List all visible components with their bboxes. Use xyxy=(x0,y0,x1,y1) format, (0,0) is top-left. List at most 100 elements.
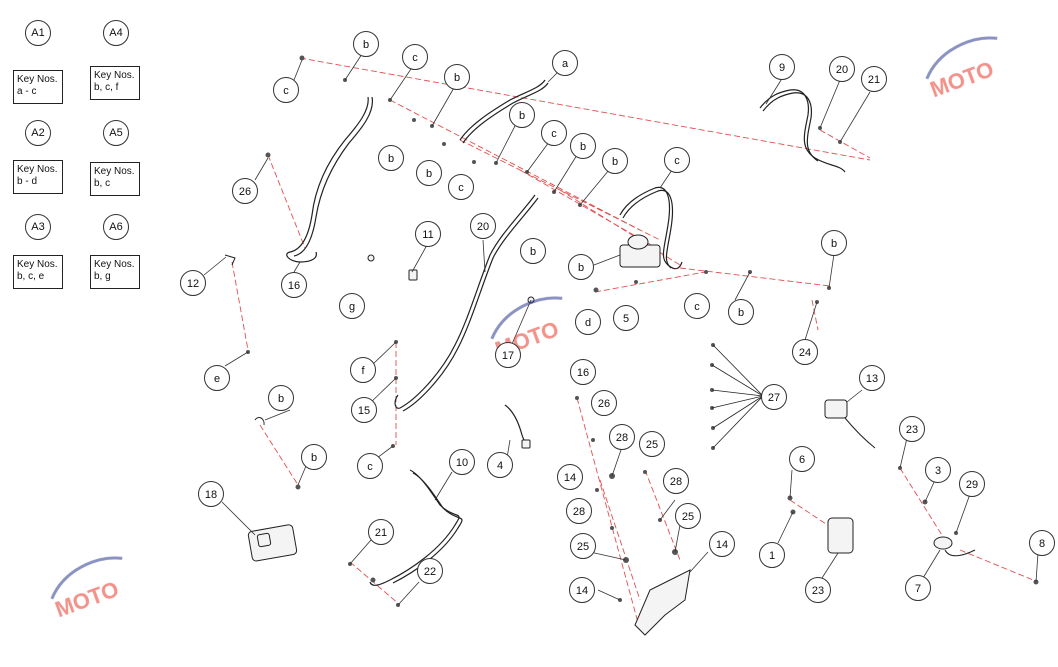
callout-text: 14 xyxy=(716,539,728,551)
callout-text: 21 xyxy=(375,527,387,539)
callout-28: 28 xyxy=(663,468,689,494)
callout-14: 14 xyxy=(557,464,583,490)
legend-keys: b, g xyxy=(94,271,111,282)
callout-b: b xyxy=(728,299,754,325)
legend-circle-a6: A6 xyxy=(103,214,129,240)
callout-b: b xyxy=(416,160,442,186)
callout-text: 9 xyxy=(779,62,785,74)
callout-text: 20 xyxy=(477,221,489,233)
legend-box-a3: Key Nos. b, c, e xyxy=(13,255,63,289)
callout-text: 28 xyxy=(573,506,585,518)
callout-text: 26 xyxy=(598,398,610,410)
callout-b: b xyxy=(378,145,404,171)
callout-20: 20 xyxy=(470,213,496,239)
hose-clip-22 xyxy=(521,439,531,449)
callout-18: 18 xyxy=(198,481,224,507)
callout-circle xyxy=(416,160,442,186)
callout-23: 23 xyxy=(805,577,831,603)
callout-circle xyxy=(566,498,592,524)
callout-text: e xyxy=(214,373,220,385)
callout-text: 11 xyxy=(422,229,433,241)
callout-circle xyxy=(664,147,690,173)
callout-text: d xyxy=(585,317,591,329)
callout-circle xyxy=(613,305,639,331)
callout-text: a xyxy=(562,58,569,70)
callout-16: 16 xyxy=(570,359,596,385)
callout-circle xyxy=(591,390,617,416)
callout-b: b xyxy=(821,230,847,256)
callout-b: b xyxy=(568,254,594,280)
callout-text: b xyxy=(519,110,525,122)
callout-16: 16 xyxy=(281,272,307,298)
callout-23: 23 xyxy=(899,416,925,442)
callout-text: 6 xyxy=(799,454,805,466)
legend-circle-a1: A1 xyxy=(25,20,51,46)
callout-text: b xyxy=(388,153,394,165)
callout-20: 20 xyxy=(829,56,855,82)
callout-circle xyxy=(357,453,383,479)
legend-circle-a4: A4 xyxy=(103,20,129,46)
callout-14: 14 xyxy=(709,531,735,557)
callout-8: 8 xyxy=(1029,530,1055,556)
callout-25: 25 xyxy=(675,503,701,529)
callout-14: 14 xyxy=(569,577,595,603)
callout-circle xyxy=(520,238,546,264)
callout-circle xyxy=(204,365,230,391)
callout-25: 25 xyxy=(639,431,665,457)
legend-keys: b, c, f xyxy=(94,82,119,93)
callout-f: f xyxy=(350,357,376,383)
callout-25: 25 xyxy=(570,533,596,559)
callout-circle xyxy=(353,31,379,57)
callout-13: 13 xyxy=(859,365,885,391)
callout-text: 14 xyxy=(576,585,588,597)
callout-e: e xyxy=(204,365,230,391)
legend-box-a1: Key Nos. a - c xyxy=(13,70,63,104)
callout-text: 16 xyxy=(577,367,589,379)
caliper-piston xyxy=(256,532,272,548)
callout-26: 26 xyxy=(232,178,258,204)
callout-circle xyxy=(789,446,815,472)
callout-b: b xyxy=(268,385,294,411)
callout-circle xyxy=(557,464,583,490)
callout-circle xyxy=(232,178,258,204)
callout-text: c xyxy=(674,155,680,167)
legend-title: Key Nos. xyxy=(94,70,135,81)
callout-28: 28 xyxy=(609,424,635,450)
callout-circle xyxy=(495,342,521,368)
callout-circle xyxy=(470,213,496,239)
callout-b: b xyxy=(353,31,379,57)
rear-master-cylinder xyxy=(827,517,854,554)
callout-c: c xyxy=(541,120,567,146)
callout-text: 25 xyxy=(682,511,694,523)
callout-c: c xyxy=(273,77,299,103)
legend-box-a6: Key Nos. b, g xyxy=(90,255,140,289)
callout-28: 28 xyxy=(566,498,592,524)
callout-22: 22 xyxy=(417,558,443,584)
legend-title: Key Nos. xyxy=(17,164,58,175)
callout-text: c xyxy=(283,85,289,97)
legend-box-a2: Key Nos. b - d xyxy=(13,160,63,194)
mounting-bracket xyxy=(634,569,691,636)
callout-text: c xyxy=(551,128,557,140)
callout-b: b xyxy=(509,102,535,128)
callout-text: 23 xyxy=(906,424,918,436)
callout-text: 28 xyxy=(616,432,628,444)
callout-text: 23 xyxy=(812,585,824,597)
callout-circle xyxy=(675,503,701,529)
brake-hoses xyxy=(286,79,846,586)
callout-text: b xyxy=(530,246,536,258)
callout-1: 1 xyxy=(759,542,785,568)
reservoir-hose xyxy=(944,549,976,557)
callout-text: b xyxy=(738,307,744,319)
callout-circle xyxy=(570,533,596,559)
callout-g: g xyxy=(339,293,365,319)
callout-text: c xyxy=(694,301,700,313)
legend-title: Key Nos. xyxy=(17,259,58,270)
callout-text: 7 xyxy=(915,583,921,595)
callout-c: c xyxy=(684,293,710,319)
callout-26: 26 xyxy=(591,390,617,416)
callout-text: 18 xyxy=(205,489,217,501)
callout-circle xyxy=(684,293,710,319)
callout-c: c xyxy=(448,174,474,200)
callout-7: 7 xyxy=(905,575,931,601)
